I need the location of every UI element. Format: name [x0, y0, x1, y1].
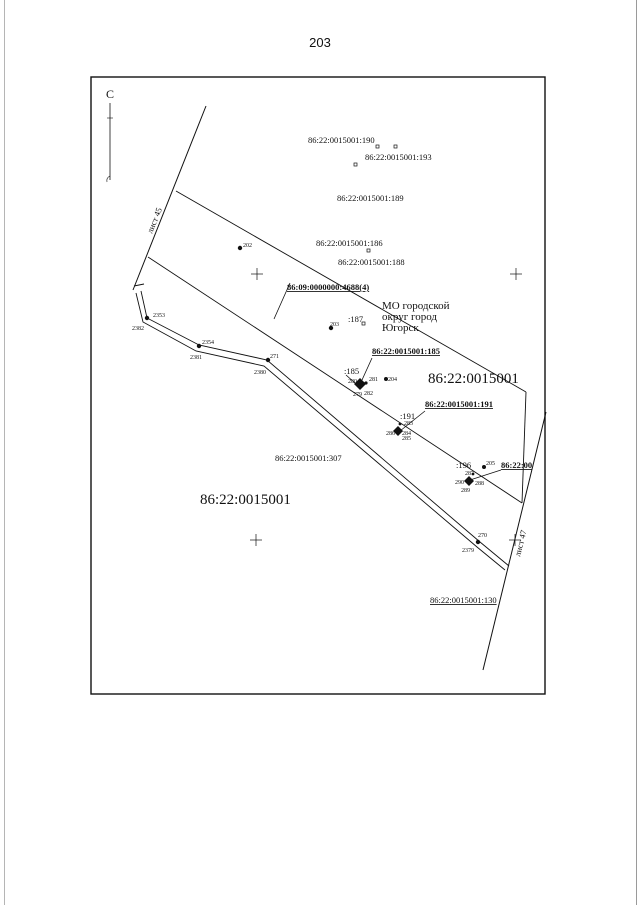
svg-text:282: 282: [364, 391, 373, 397]
map-frame: [90, 76, 546, 695]
svg-text:2354: 2354: [202, 340, 214, 346]
road-double-line: [133, 283, 510, 571]
strip-upper-boundary: [175, 190, 527, 393]
short-label-187: :187: [348, 314, 363, 324]
boundary-tick: [273, 282, 291, 320]
parcel-label-130: 86:22:0015001:130: [430, 595, 497, 605]
svg-text:204: 204: [388, 377, 397, 383]
svg-text:270: 270: [478, 533, 487, 539]
svg-text:290: 290: [455, 480, 464, 486]
parcel-label-188: 86:22:0015001:188: [338, 257, 405, 267]
parcel-label-307: 86:22:0015001:307: [275, 453, 342, 463]
quarter-label-east: 86:22:0015001: [428, 371, 519, 387]
municipality-label: МО городской округ город Югорск: [382, 300, 450, 334]
svg-text:288: 288: [475, 481, 484, 487]
svg-text:271: 271: [270, 354, 279, 360]
svg-text:202: 202: [243, 243, 252, 249]
svg-text:2380: 2380: [254, 370, 266, 376]
sheet-boundary-47: [482, 411, 547, 671]
grid-crosses: [250, 268, 522, 546]
parcel-label-cut: 86:22:00: [501, 460, 532, 470]
sheet-boundary-45: [132, 105, 207, 291]
svg-text:289: 289: [461, 488, 470, 494]
svg-text:285: 285: [402, 436, 411, 442]
short-label-185: :185: [344, 366, 359, 376]
svg-text:280: 280: [348, 379, 357, 385]
parcel-label-186: 86:22:0015001:186: [316, 238, 383, 248]
svg-text:283: 283: [404, 421, 413, 427]
north-label: С: [106, 87, 114, 101]
parcel-label-190: 86:22:0015001:190: [308, 135, 375, 145]
scan-edge-left: [4, 0, 5, 905]
strip-lower-boundary: [147, 256, 523, 504]
quarter-label-west: 86:22:0015001: [200, 492, 291, 508]
svg-text:284: 284: [402, 431, 411, 437]
svg-text:2381: 2381: [190, 355, 202, 361]
svg-text:Югорск: Югорск: [382, 322, 419, 334]
parcel-label-185: 86:22:0015001:185: [372, 346, 440, 356]
svg-text:287: 287: [465, 471, 474, 477]
svg-text:205: 205: [486, 461, 495, 467]
svg-text:округ город: округ город: [382, 311, 437, 323]
short-label-196: :196: [456, 460, 471, 470]
leader-lines: [345, 357, 502, 481]
svg-text:279: 279: [353, 392, 362, 398]
point-numbers: 202 203 204 205 270 271 279 280 281 282 …: [132, 243, 495, 554]
parcel-label-189: 86:22:0015001:189: [337, 193, 404, 203]
svg-text:281: 281: [369, 377, 378, 383]
svg-text:286: 286: [386, 431, 395, 437]
svg-text:МО городской: МО городской: [382, 300, 450, 312]
page-number: 203: [309, 35, 331, 50]
north-arrow: С: [106, 87, 114, 183]
svg-text:203: 203: [330, 322, 339, 328]
scan-edge-right: [636, 0, 637, 905]
parcel-label-193: 86:22:0015001:193: [365, 152, 432, 162]
short-label-191: :191: [400, 411, 415, 421]
survey-points: [144, 245, 486, 545]
small-markers: [353, 144, 398, 326]
parcel-label-191: 86:22:0015001:191: [425, 399, 493, 409]
svg-text:2353: 2353: [153, 313, 165, 319]
svg-text:2382: 2382: [132, 326, 144, 332]
parcel-label-4688: 86:09:0000000:4688(4): [287, 282, 369, 292]
svg-text:2379: 2379: [462, 548, 474, 554]
